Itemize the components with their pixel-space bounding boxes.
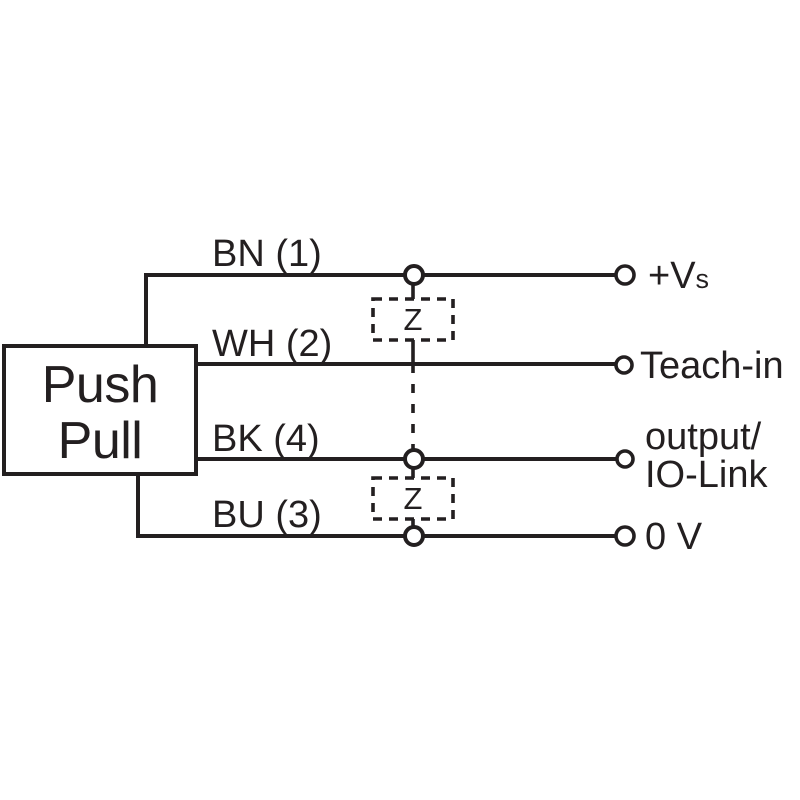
- wire-bn: [144, 273, 618, 348]
- terminal-group: +Vs Teach-in output/ IO-Link 0 V: [614, 255, 784, 558]
- terminal-circle-vs: [614, 264, 636, 286]
- terminal-label-teach-in: Teach-in: [640, 345, 784, 387]
- wire-label-bn: BN (1): [212, 233, 322, 275]
- wire-label-wh: WH (2): [212, 323, 332, 365]
- wire-label-bk: BK (4): [212, 418, 320, 460]
- terminal-label-output: output/: [645, 416, 762, 458]
- z-lower-box: [371, 476, 455, 521]
- terminal-label-vs-sub: s: [696, 264, 710, 294]
- z-lower-label: Z: [404, 481, 423, 516]
- terminal-circle-teach-in: [614, 355, 634, 375]
- z-upper-label: Z: [404, 302, 423, 337]
- suppressor-group: Z Z: [371, 297, 455, 521]
- push-pull-box: [2, 344, 198, 476]
- junction-group: [403, 264, 425, 547]
- wire-label-group: BN (1) WH (2) BK (4) BU (3): [212, 233, 332, 536]
- push-pull-label-line1: Push: [42, 356, 159, 414]
- junction-dot-bn: [403, 264, 425, 286]
- wire-group: [136, 273, 618, 538]
- terminal-label-iolink: IO-Link: [645, 454, 768, 496]
- junction-dot-bu: [403, 525, 425, 547]
- z-upper-box: [371, 297, 455, 342]
- terminal-circle-zero-v: [614, 525, 636, 547]
- terminal-label-zero-v: 0 V: [645, 516, 703, 558]
- wire-bu: [136, 472, 618, 538]
- terminal-label-vs-main: +V: [648, 255, 696, 297]
- junction-dot-bk: [403, 448, 425, 470]
- wire-label-bu: BU (3): [212, 494, 322, 536]
- terminal-label-vs: +Vs: [648, 255, 709, 297]
- terminal-circle-output-iolink: [615, 449, 635, 469]
- push-pull-label-line2: Pull: [58, 412, 143, 470]
- push-pull-device: Push Pull: [2, 344, 198, 476]
